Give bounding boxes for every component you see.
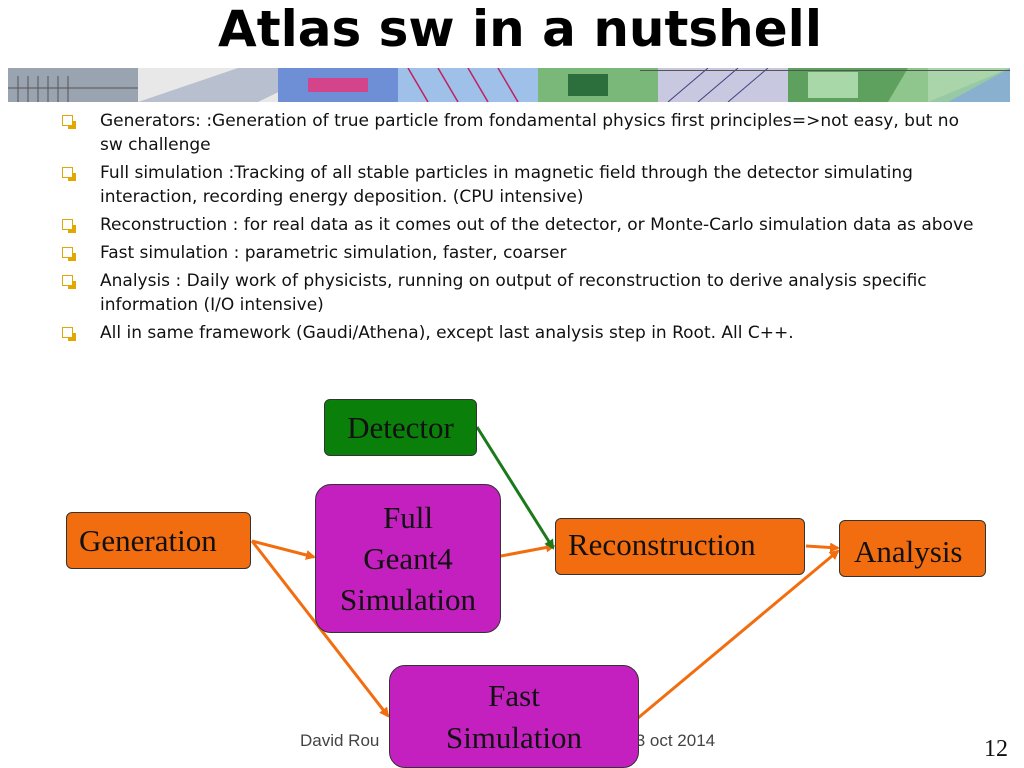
fast-simulation-label-line1: Fast	[488, 677, 540, 713]
full-simulation-label-line1: Full	[383, 500, 433, 535]
reconstruction-label: Reconstruction	[568, 526, 756, 562]
checkbox-bullet-icon	[62, 115, 76, 129]
bullet-item: Generators: :Generation of true particle…	[62, 109, 982, 157]
footer-left-text: David Rou	[300, 731, 380, 750]
checkbox-bullet-icon	[62, 327, 76, 341]
checkbox-bullet-icon	[62, 247, 76, 261]
arrow-generation-to-full	[251, 539, 316, 560]
analysis-label: Analysis	[854, 534, 963, 569]
bullet-item: Full simulation :Tracking of all stable …	[62, 161, 982, 209]
bullet-list: Generators: :Generation of true particle…	[62, 109, 982, 349]
page-number: 12	[984, 736, 1008, 762]
arrow-fast-to-analysis	[637, 549, 840, 720]
arrow-full-to-reconstruction	[500, 542, 556, 558]
generation-box: Generation	[66, 512, 251, 569]
full-simulation-label-line3: Simulation	[339, 582, 477, 617]
fast-simulation-box: Fast Simulation	[389, 665, 639, 768]
checkbox-bullet-icon	[62, 219, 76, 233]
arrow-reconstruction-to-analysis	[805, 542, 840, 553]
banner-rule	[640, 70, 1010, 71]
slide-title: Atlas sw in a nutshell	[218, 0, 822, 58]
detector-banner-image	[8, 68, 1010, 102]
bullet-item: Reconstruction : for real data as it com…	[62, 213, 982, 237]
bullet-item: Analysis : Daily work of physicists, run…	[62, 269, 982, 317]
analysis-box: Analysis	[839, 520, 986, 577]
generation-label: Generation	[79, 522, 217, 558]
checkbox-bullet-icon	[62, 275, 76, 289]
detector-label: Detector	[347, 409, 454, 445]
reconstruction-box: Reconstruction	[555, 518, 805, 575]
bullet-item: Fast simulation : parametric simulation,…	[62, 241, 982, 265]
full-simulation-box: Full Geant4 Simulation	[315, 484, 501, 633]
checkbox-bullet-icon	[62, 167, 76, 181]
fast-simulation-label-line2: Simulation	[445, 719, 583, 755]
full-simulation-label-line2: Geant4	[363, 541, 453, 576]
detector-box: Detector	[324, 399, 477, 456]
bullet-item: All in same framework (Gaudi/Athena), ex…	[62, 321, 982, 345]
